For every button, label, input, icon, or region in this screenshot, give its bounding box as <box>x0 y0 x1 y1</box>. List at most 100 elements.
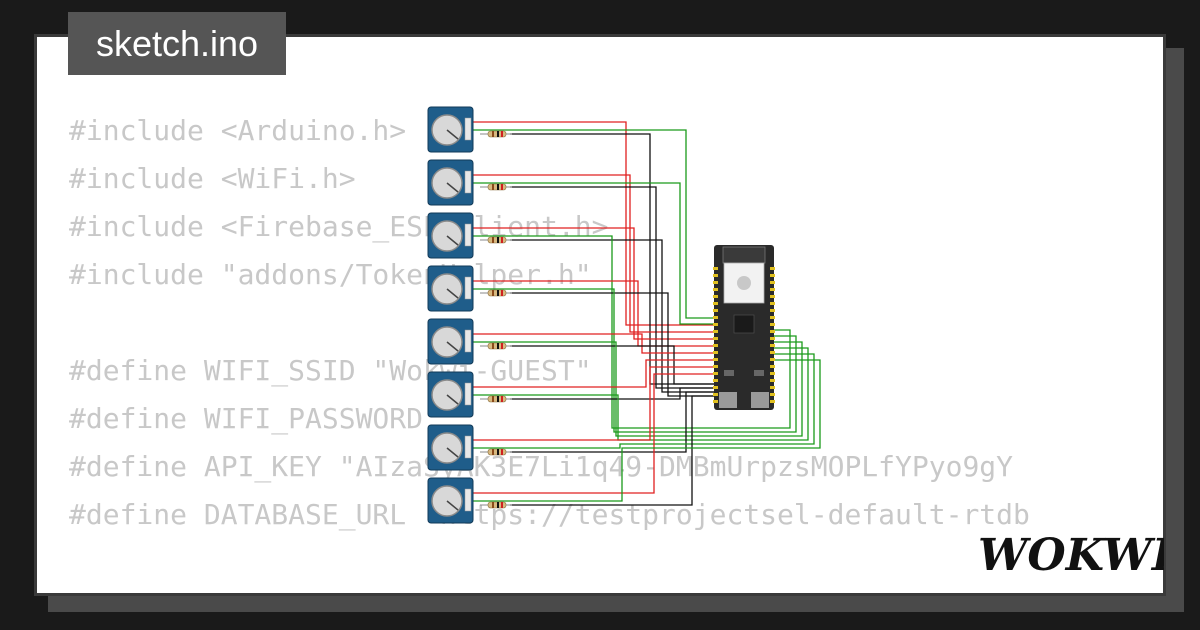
resistor-band <box>501 237 503 243</box>
usb-port <box>719 392 737 408</box>
wire-green <box>473 353 815 449</box>
resistor-band <box>492 502 494 508</box>
resistor-band <box>501 184 503 190</box>
board-pin <box>713 288 718 291</box>
board-pin <box>713 316 718 319</box>
potentiometer-indicator <box>446 288 459 299</box>
wire-red <box>473 174 714 333</box>
wire-green <box>473 288 797 433</box>
wokwi-logo: WOKWI <box>978 530 1164 581</box>
wire-red <box>473 280 714 347</box>
board-pin <box>770 386 775 389</box>
board-pin <box>770 400 775 403</box>
preview-card: #include <Arduino.h>#include <WiFi.h>#in… <box>34 34 1166 596</box>
board-pin <box>770 274 775 277</box>
potentiometer-pins <box>464 488 472 512</box>
potentiometer-pins <box>464 223 472 247</box>
board-pin <box>770 344 775 347</box>
code-line: #include "addons/TokenHelper.h" <box>69 258 592 291</box>
potentiometer-pins <box>464 117 472 141</box>
wires <box>473 121 821 506</box>
potentiometer-indicator <box>446 447 459 458</box>
resistor-band <box>501 290 503 296</box>
board-pin <box>770 330 775 333</box>
wire-green <box>473 182 714 325</box>
board-pin <box>713 386 718 389</box>
espressif-logo-icon <box>737 276 751 290</box>
resistor-band <box>492 449 494 455</box>
wire-red <box>473 121 714 326</box>
resistor-band <box>497 184 499 190</box>
resistor-band <box>497 290 499 296</box>
board-pin <box>770 288 775 291</box>
board-pin <box>770 267 775 270</box>
board-pin <box>770 351 775 354</box>
board-pin <box>770 337 775 340</box>
board-pin <box>713 400 718 403</box>
wire-red <box>473 359 714 388</box>
usb-port <box>751 392 769 408</box>
code-line: #include <Firebase_ESP_Client.h> <box>69 210 609 243</box>
resistor-band <box>497 131 499 137</box>
resistor-band <box>501 343 503 349</box>
wire-red <box>473 366 714 441</box>
potentiometer-pins <box>464 435 472 459</box>
potentiometer-indicator <box>446 500 459 511</box>
code-line: #include <WiFi.h> <box>69 162 356 195</box>
resistor-band <box>501 502 503 508</box>
board-pin <box>713 393 718 396</box>
potentiometer-pins <box>464 276 472 300</box>
resistor-band <box>497 237 499 243</box>
potentiometer-pins <box>464 170 472 194</box>
potentiometer-pins <box>464 382 472 406</box>
board-pin <box>770 379 775 382</box>
code-line: #define WIFI_PASSWORD "" <box>69 402 474 435</box>
wire-green <box>473 129 714 319</box>
esp32-antenna <box>722 246 766 264</box>
resistor-band <box>497 449 499 455</box>
wire-black <box>510 391 714 453</box>
wire-green <box>473 235 791 429</box>
wire-black <box>510 345 714 385</box>
board-pin <box>713 344 718 347</box>
resistor-band <box>501 449 503 455</box>
board-pin <box>713 267 718 270</box>
board-pin <box>713 295 718 298</box>
wire-black <box>510 292 714 397</box>
resistor-band <box>497 396 499 402</box>
potentiometer-indicator <box>446 341 459 352</box>
resistor-band <box>497 343 499 349</box>
board-pin <box>770 372 775 375</box>
wire-green <box>473 341 803 437</box>
board-pin <box>770 302 775 305</box>
resistor-band <box>492 131 494 137</box>
board-pin <box>713 379 718 382</box>
potentiometer-pins <box>464 329 472 353</box>
wire-green <box>473 347 809 441</box>
board-pin <box>770 281 775 284</box>
wire-red <box>473 333 714 354</box>
board-pin <box>713 365 718 368</box>
wire-black <box>510 395 714 506</box>
board-pin <box>713 330 718 333</box>
parts <box>427 106 775 524</box>
code-listing: #include <Arduino.h>#include <WiFi.h>#in… <box>69 107 1163 593</box>
filename-tab: sketch.ino <box>68 12 286 75</box>
board-pin <box>770 393 775 396</box>
board-pin <box>770 295 775 298</box>
resistor-band <box>492 237 494 243</box>
resistor-band <box>501 396 503 402</box>
board-pin <box>713 309 718 312</box>
board-pin <box>713 351 718 354</box>
potentiometer-indicator <box>446 182 459 193</box>
reset-button <box>754 370 764 376</box>
board-pin <box>713 302 718 305</box>
resistor-band <box>492 343 494 349</box>
board-pin <box>713 337 718 340</box>
wire-red <box>473 227 714 340</box>
board-pin <box>713 274 718 277</box>
board-pin <box>713 358 718 361</box>
board-pin <box>713 323 718 326</box>
potentiometer-indicator <box>446 129 459 140</box>
wire-black <box>510 387 714 400</box>
